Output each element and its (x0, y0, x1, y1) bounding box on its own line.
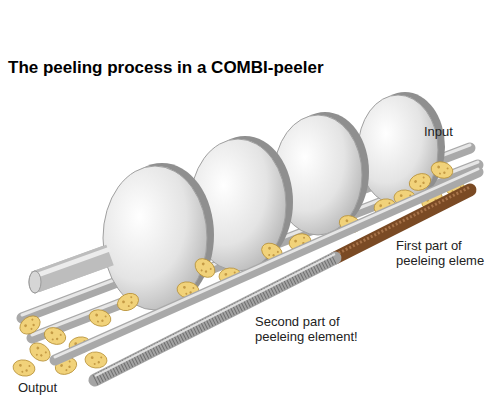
potato (12, 358, 36, 378)
part-label: Output (18, 380, 88, 395)
shaft-end (29, 271, 41, 293)
shaft-highlight (35, 249, 110, 276)
potato (429, 159, 454, 180)
potato (191, 255, 218, 281)
potato (84, 351, 107, 369)
shaft-end (29, 271, 41, 293)
part-label: Second part of peeleing element! (255, 314, 377, 344)
potato (26, 339, 53, 365)
front-rollers (55, 169, 478, 380)
potato (16, 312, 43, 338)
disc (103, 166, 207, 310)
potato (42, 325, 68, 348)
shaft-front (35, 255, 110, 282)
part-label: First part of peeleing eleme (396, 238, 498, 268)
potato (87, 307, 112, 328)
diagram-title: The peeling process in a COMBI-peeler (8, 58, 324, 78)
part-label: Input (424, 124, 484, 139)
disc (358, 95, 438, 205)
potato (115, 290, 142, 314)
